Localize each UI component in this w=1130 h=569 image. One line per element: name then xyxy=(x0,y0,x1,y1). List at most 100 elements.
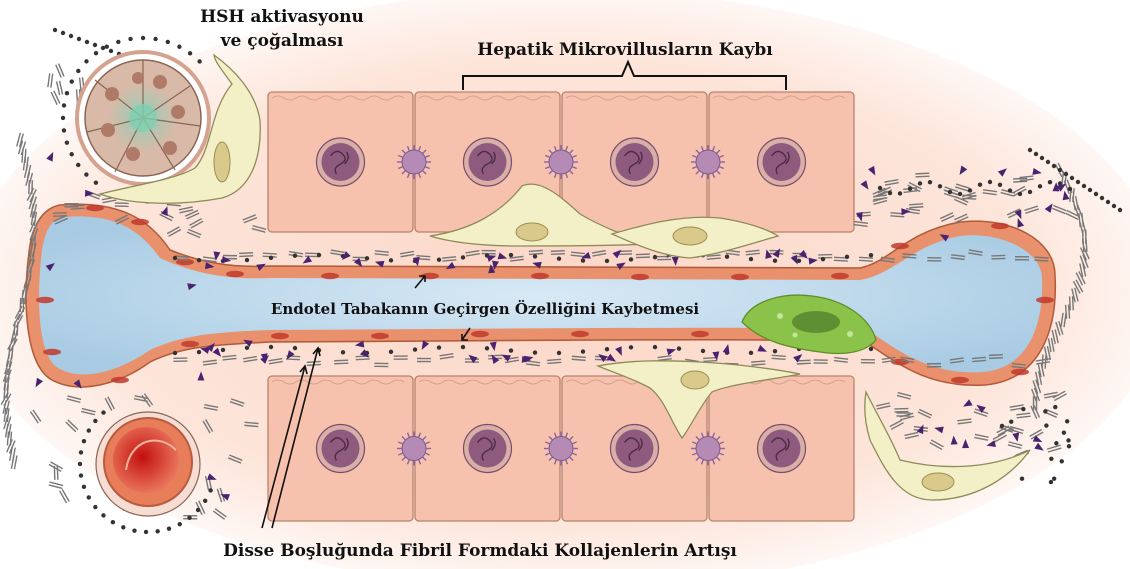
nucleus-icon xyxy=(611,425,659,473)
dot-marker-icon xyxy=(605,259,609,263)
dot-marker-icon xyxy=(1008,188,1012,192)
dot-marker-icon xyxy=(173,351,177,355)
dot-marker-icon xyxy=(1065,419,1069,423)
dot-marker-icon xyxy=(94,180,98,184)
dot-marker-icon xyxy=(461,255,465,259)
dot-marker-icon xyxy=(1112,204,1116,208)
endothelial-nucleus xyxy=(991,223,1009,229)
dot-marker-icon xyxy=(533,254,537,258)
dot-marker-icon xyxy=(105,44,109,48)
dot-marker-icon xyxy=(87,428,91,432)
dot-marker-icon xyxy=(70,79,74,83)
dot-marker-icon xyxy=(1118,208,1122,212)
dot-marker-icon xyxy=(116,40,120,44)
dot-marker-icon xyxy=(84,172,88,176)
endothelial-nucleus xyxy=(531,273,549,279)
endothelial-nucleus xyxy=(691,331,709,337)
dot-marker-icon xyxy=(1046,160,1050,164)
dot-marker-icon xyxy=(978,183,982,187)
dot-marker-icon xyxy=(153,37,157,41)
dot-marker-icon xyxy=(725,254,729,258)
dot-marker-icon xyxy=(437,345,441,349)
dot-marker-icon xyxy=(1038,184,1042,188)
endothelial-nucleus xyxy=(43,349,61,355)
dot-marker-icon xyxy=(79,473,83,477)
bile-canaliculus-icon xyxy=(691,432,725,466)
dot-marker-icon xyxy=(773,259,777,263)
dot-marker-icon xyxy=(269,256,273,260)
dot-marker-icon xyxy=(1082,184,1086,188)
dot-marker-icon xyxy=(1040,156,1044,160)
dot-marker-icon xyxy=(196,508,200,512)
dot-marker-icon xyxy=(629,257,633,261)
dot-marker-icon xyxy=(69,34,73,38)
bile-canaliculus-icon xyxy=(397,432,431,466)
dot-marker-icon xyxy=(485,346,489,350)
dot-marker-icon xyxy=(1100,196,1104,200)
dot-marker-icon xyxy=(677,346,681,350)
dot-marker-icon xyxy=(109,49,113,53)
dot-marker-icon xyxy=(749,351,753,355)
bile-canaliculus-icon xyxy=(544,432,578,466)
dot-marker-icon xyxy=(389,258,393,262)
dot-marker-icon xyxy=(1034,152,1038,156)
endothelial-nucleus xyxy=(1036,297,1054,303)
dot-marker-icon xyxy=(413,347,417,351)
dot-marker-icon xyxy=(1052,476,1056,480)
dot-marker-icon xyxy=(293,254,297,258)
endothelial-nucleus xyxy=(471,331,489,337)
dot-marker-icon xyxy=(1028,148,1032,152)
bile-duct-icon xyxy=(77,52,209,184)
microvilli-loss-label: Hepatik Mikrovillusların Kaybı xyxy=(477,40,773,60)
bile-canaliculus-icon xyxy=(691,145,725,179)
endothelial-nucleus xyxy=(831,273,849,279)
dot-marker-icon xyxy=(245,346,249,350)
dot-marker-icon xyxy=(1020,477,1024,481)
dot-marker-icon xyxy=(898,191,902,195)
dot-marker-icon xyxy=(1067,444,1071,448)
dot-marker-icon xyxy=(1021,407,1025,411)
endothelial-nucleus xyxy=(36,297,54,303)
dot-marker-icon xyxy=(76,69,80,73)
dot-marker-icon xyxy=(197,59,201,63)
nucleus-icon xyxy=(317,425,365,473)
hepatocyte xyxy=(562,92,707,232)
dot-marker-icon xyxy=(581,349,585,353)
dot-marker-icon xyxy=(62,103,66,107)
dot-marker-icon xyxy=(1054,441,1058,445)
nucleus-icon xyxy=(758,138,806,186)
dot-marker-icon xyxy=(177,45,181,49)
dot-marker-icon xyxy=(1044,423,1048,427)
dot-marker-icon xyxy=(365,256,369,260)
dot-marker-icon xyxy=(245,258,249,262)
dot-marker-icon xyxy=(166,40,170,44)
dot-marker-icon xyxy=(869,347,873,351)
dot-marker-icon xyxy=(197,258,201,262)
dot-marker-icon xyxy=(557,351,561,355)
hepatocyte xyxy=(268,92,413,232)
dot-marker-icon xyxy=(581,258,585,262)
dot-marker-icon xyxy=(1060,459,1064,463)
dot-marker-icon xyxy=(629,345,633,349)
dot-marker-icon xyxy=(187,516,191,520)
dot-marker-icon xyxy=(1049,480,1053,484)
dot-marker-icon xyxy=(269,345,273,349)
dot-marker-icon xyxy=(998,183,1002,187)
dot-marker-icon xyxy=(988,180,992,184)
bile-canaliculus-icon xyxy=(397,145,431,179)
dot-marker-icon xyxy=(908,187,912,191)
dot-marker-icon xyxy=(121,525,125,529)
dot-marker-icon xyxy=(1088,188,1092,192)
dot-marker-icon xyxy=(132,528,136,532)
endothelial-nucleus xyxy=(891,359,909,365)
dot-marker-icon xyxy=(78,462,82,466)
dot-marker-icon xyxy=(888,191,892,195)
dot-marker-icon xyxy=(76,163,80,167)
dot-marker-icon xyxy=(1000,424,1004,428)
dot-marker-icon xyxy=(188,51,192,55)
dot-marker-icon xyxy=(701,349,705,353)
dot-marker-icon xyxy=(1106,200,1110,204)
endothelial-nucleus xyxy=(131,219,149,225)
nucleus-icon xyxy=(464,138,512,186)
